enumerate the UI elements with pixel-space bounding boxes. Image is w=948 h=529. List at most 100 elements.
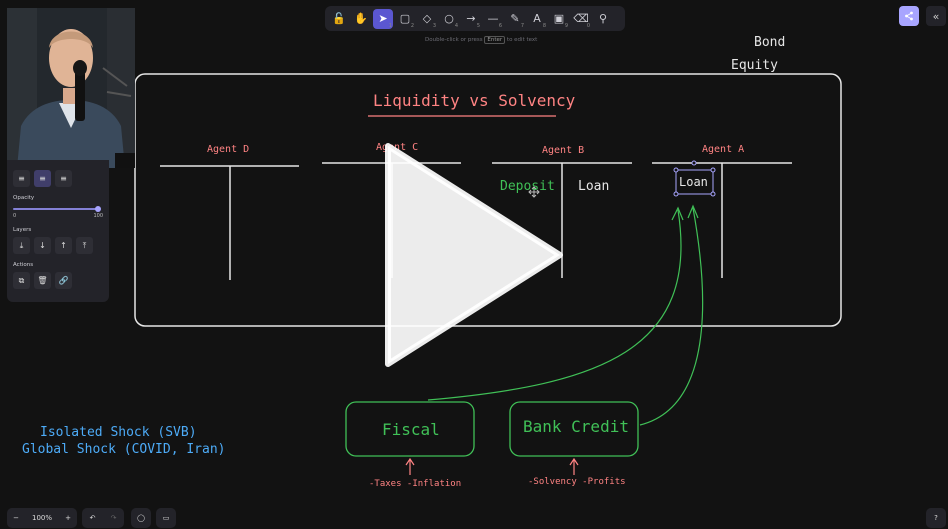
- tool-shortcut-number: 7: [520, 22, 524, 29]
- align-center-button[interactable]: ≡: [34, 170, 51, 187]
- diamond-tool[interactable]: ◇3: [417, 9, 437, 29]
- help-button[interactable]: ?: [926, 508, 946, 528]
- shock-global[interactable]: Global Shock (COVID, Iran): [22, 442, 226, 457]
- align-center-icon: ≡: [39, 174, 46, 183]
- link-icon: 🔗: [58, 276, 69, 285]
- zoom-out-button[interactable]: −: [13, 514, 19, 522]
- selection-icon: ➤: [378, 12, 388, 25]
- delete-button[interactable]: 🗑: [34, 272, 51, 289]
- properties-panel: ≡ ≡ ≡ Opacity 0 100 Layers ⤓ ↓ ↑ ⤒ Actio…: [7, 160, 109, 302]
- tool-shortcut-number: 2: [410, 22, 414, 29]
- opacity-slider-knob[interactable]: [95, 206, 101, 212]
- bank-credit-label[interactable]: Bank Credit: [523, 417, 629, 436]
- duplicate-button[interactable]: ⧉: [13, 272, 30, 289]
- zoom-in-button[interactable]: +: [65, 514, 71, 522]
- text-align-group: ≡ ≡ ≡: [13, 170, 103, 187]
- hand-icon: ✋: [354, 12, 368, 25]
- eraser-tool[interactable]: ⌫0: [571, 9, 591, 29]
- selection-tool[interactable]: ➤1: [373, 8, 393, 29]
- undo-redo-controls: ↶ ↷: [82, 508, 124, 528]
- collapse-sidebar-button[interactable]: «: [926, 6, 946, 26]
- send-to-back-icon: ⤓: [19, 240, 24, 250]
- fiscal-label[interactable]: Fiscal: [382, 420, 440, 439]
- align-right-button[interactable]: ≡: [55, 170, 72, 187]
- fiscal-note-arrow[interactable]: [405, 457, 415, 475]
- selection-handle[interactable]: [710, 167, 716, 173]
- link-button[interactable]: 🔗: [55, 272, 72, 289]
- selection-handle[interactable]: [673, 191, 679, 197]
- comment-icon: ◯: [137, 514, 145, 522]
- opacity-min: 0: [13, 213, 17, 219]
- tool-shortcut-number: 8: [542, 22, 546, 29]
- loan-b-label[interactable]: Loan: [578, 179, 610, 194]
- edit-hint: Double-click or press Enter to edit text: [425, 36, 538, 44]
- lock-tool[interactable]: 🔓: [329, 9, 349, 29]
- arrow-tool[interactable]: →5: [461, 9, 481, 29]
- bring-forward-button[interactable]: ↑: [55, 237, 72, 254]
- send-backward-button[interactable]: ↓: [34, 237, 51, 254]
- actions-group: ⧉ 🗑 🔗: [13, 272, 103, 289]
- line-tool[interactable]: —6: [483, 9, 503, 29]
- bank-note-arrow[interactable]: [569, 457, 579, 475]
- fiscal-box[interactable]: [345, 401, 475, 457]
- comment-button[interactable]: ◯: [131, 508, 151, 528]
- equity-label[interactable]: Equity: [731, 58, 778, 73]
- duplicate-icon: ⧉: [18, 275, 25, 285]
- extra-tools-tool[interactable]: ⚲: [593, 9, 613, 29]
- redo-button[interactable]: ↷: [103, 508, 124, 528]
- frame-rectangle[interactable]: [134, 73, 842, 327]
- pencil-tool[interactable]: ✎7: [505, 9, 525, 29]
- zoom-level[interactable]: 100%: [31, 514, 52, 522]
- tool-shortcut-number: 3: [432, 22, 436, 29]
- play-icon[interactable]: [385, 143, 563, 367]
- bank-credit-box[interactable]: [509, 401, 639, 457]
- tool-shortcut-number: 1: [388, 22, 392, 29]
- layers-group: ⤓ ↓ ↑ ⤒: [13, 237, 103, 254]
- ellipse-tool[interactable]: ○4: [439, 9, 459, 29]
- opacity-max: 100: [93, 213, 103, 219]
- selection-handle[interactable]: [673, 167, 679, 173]
- image-tool[interactable]: ▣9: [549, 9, 569, 29]
- send-to-back-button[interactable]: ⤓: [13, 237, 30, 254]
- opacity-label: Opacity: [13, 195, 35, 201]
- canvas-title[interactable]: Liquidity vs Solvency: [373, 91, 576, 110]
- extra-tools-icon: ⚲: [598, 12, 608, 25]
- agent-a-label[interactable]: Agent A: [702, 144, 745, 155]
- rectangle-icon: ▢: [399, 12, 411, 25]
- share-button[interactable]: [899, 6, 919, 26]
- presentation-button[interactable]: ▭: [156, 508, 176, 528]
- agent-b-label[interactable]: Agent B: [542, 145, 585, 156]
- undo-button[interactable]: ↶: [82, 508, 103, 528]
- bank-credit-arrow[interactable]: [639, 207, 704, 426]
- line-icon: —: [487, 12, 499, 25]
- deposit-label[interactable]: Deposit: [500, 179, 555, 194]
- fiscal-arrowhead: [671, 206, 684, 221]
- double-chevron-left-icon: «: [932, 9, 940, 23]
- bond-label[interactable]: Bond: [754, 35, 786, 50]
- opacity-slider[interactable]: [13, 205, 103, 213]
- fiscal-note[interactable]: -Taxes -Inflation: [369, 479, 462, 489]
- agent-d-label[interactable]: Agent D: [207, 144, 250, 155]
- video-play-overlay[interactable]: [384, 142, 564, 368]
- eraser-icon: ⌫: [573, 12, 589, 25]
- rotation-handle[interactable]: [691, 160, 697, 166]
- tool-shortcut-number: 4: [454, 22, 458, 29]
- hand-tool[interactable]: ✋: [351, 9, 371, 29]
- move-cursor-icon: [528, 186, 540, 198]
- selection-handle[interactable]: [710, 191, 716, 197]
- align-right-icon: ≡: [60, 174, 67, 183]
- bank-credit-note[interactable]: -Solvency -Profits: [528, 477, 626, 487]
- rectangle-tool[interactable]: ▢2: [395, 9, 415, 29]
- fiscal-arrow[interactable]: [427, 209, 682, 401]
- shock-isolated[interactable]: Isolated Shock (SVB): [40, 425, 197, 440]
- bring-to-front-icon: ⤒: [82, 240, 87, 250]
- agent-c-label[interactable]: Agent C: [376, 142, 419, 153]
- loan-a-label[interactable]: Loan: [679, 175, 708, 189]
- bring-to-front-button[interactable]: ⤒: [76, 237, 93, 254]
- image-icon: ▣: [553, 12, 565, 25]
- selection-box[interactable]: [675, 169, 714, 195]
- align-left-icon: ≡: [18, 174, 25, 183]
- align-left-button[interactable]: ≡: [13, 170, 30, 187]
